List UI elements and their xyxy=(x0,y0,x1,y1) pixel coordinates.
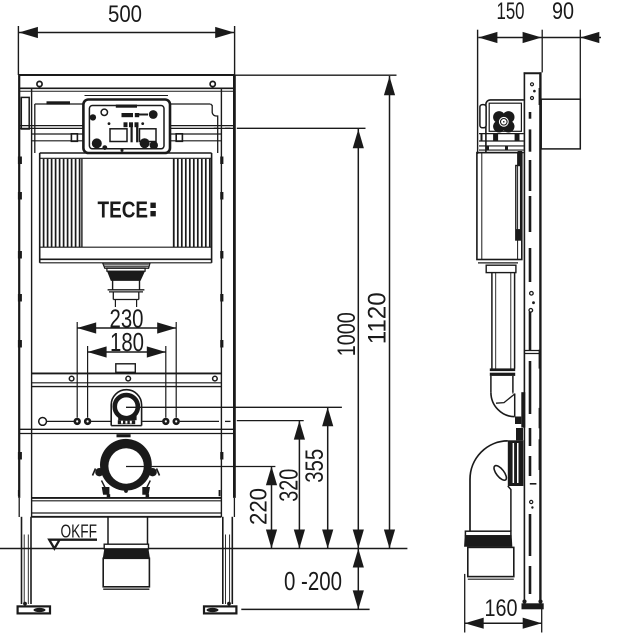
svg-text:90: 90 xyxy=(552,0,574,25)
svg-text:1000: 1000 xyxy=(333,312,361,356)
svg-text:160: 160 xyxy=(485,595,518,622)
svg-text:355: 355 xyxy=(301,449,329,483)
svg-text:320: 320 xyxy=(273,469,303,502)
svg-text:0 -200: 0 -200 xyxy=(284,566,342,596)
svg-text:500: 500 xyxy=(108,1,142,28)
svg-text:OKFF: OKFF xyxy=(61,522,98,542)
svg-text:220: 220 xyxy=(246,488,273,525)
svg-text:150: 150 xyxy=(497,0,525,25)
svg-text:1120: 1120 xyxy=(364,292,392,344)
svg-text:TECE: TECE xyxy=(98,196,149,222)
